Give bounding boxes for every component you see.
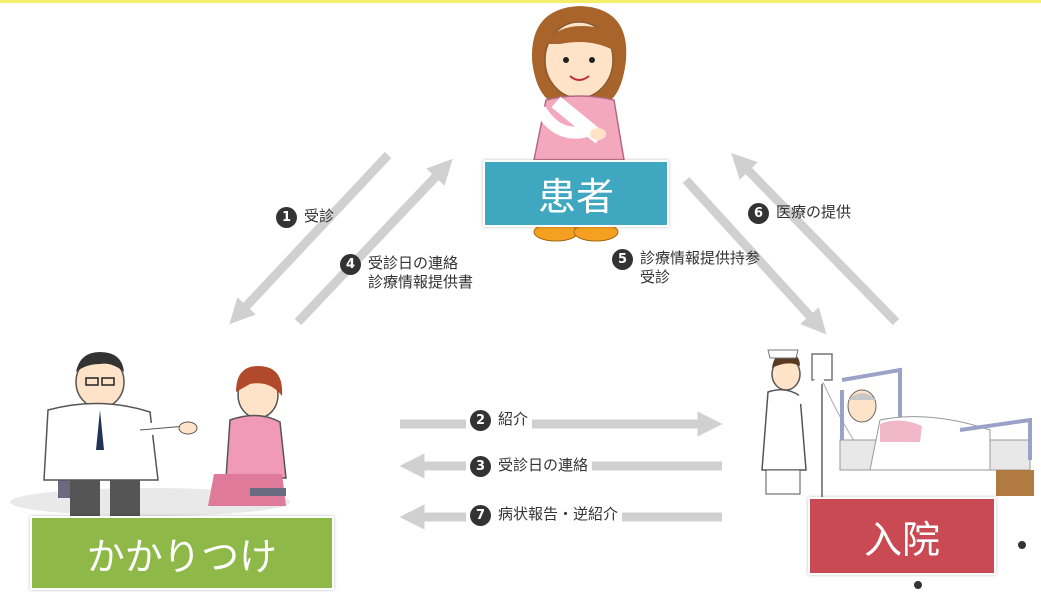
arrow-4-clinic-to-patient [294, 158, 453, 326]
top-border [0, 0, 1041, 3]
step-2-number-badge: 2 [470, 410, 491, 431]
step-2-text: 紹介 [498, 410, 529, 428]
patient-node-label: 患者 [537, 175, 614, 219]
hospital-node: 入院 [808, 497, 996, 575]
hospital-node-label: 入院 [863, 517, 940, 562]
step-4-label: 4 受診日の連絡 診療情報提供書 [340, 254, 473, 292]
step-5-text-line-1: 診療情報提供持参 [640, 249, 761, 267]
step-2-label: 2 紹介 [466, 410, 533, 431]
hospital-illustration [761, 349, 1034, 589]
clinic-node: かかりつけ [30, 516, 334, 590]
step-4-number-badge: 4 [340, 254, 361, 275]
step-7-text: 病状報告・逆紹介 [498, 505, 619, 523]
clinic-illustration [10, 352, 290, 520]
step-7-number-badge: 7 [470, 505, 491, 526]
step-5-label: 5 診療情報提供持参 受診 [612, 249, 760, 287]
step-3-number-badge: 3 [470, 456, 491, 477]
patient-node: 患者 [483, 160, 669, 227]
arrow-1-patient-to-clinic [229, 151, 392, 325]
step-4-text-line-2: 診療情報提供書 [368, 273, 474, 291]
step-7-label: 7 病状報告・逆紹介 [466, 505, 623, 526]
clinic-node-label: かかりつけ [86, 534, 278, 579]
step-4-text-line-1: 受診日の連絡 [368, 254, 459, 272]
step-1-text: 受診 [304, 207, 335, 225]
step-3-text: 受診日の連絡 [498, 456, 589, 474]
step-1-label: 1 受診 [276, 207, 334, 228]
step-5-number-badge: 5 [612, 249, 633, 270]
step-3-label: 3 受診日の連絡 [466, 456, 593, 477]
arrow-6-hospital-to-patient [731, 152, 900, 326]
step-6-text: 医療の提供 [776, 203, 852, 221]
step-6-number-badge: 6 [748, 203, 769, 224]
arrow-5-patient-to-hospital [682, 176, 827, 335]
step-1-number-badge: 1 [276, 207, 297, 228]
step-6-label: 6 医療の提供 [748, 203, 851, 224]
patient-illustration [531, 6, 627, 242]
step-5-text-line-2: 受診 [640, 268, 671, 286]
